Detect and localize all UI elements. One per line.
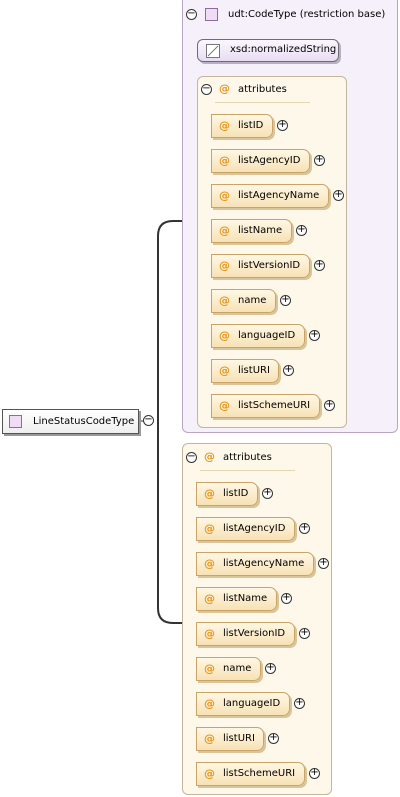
attribute-node[interactable]: @ listID [196, 482, 258, 506]
attribute-node[interactable]: @ languageID [211, 324, 305, 348]
attribute-node[interactable]: @ listName [196, 587, 277, 611]
attribute-label: name [238, 295, 267, 306]
expand-toggle-icon[interactable]: + [277, 119, 288, 131]
expand-toggle-icon[interactable]: + [318, 557, 329, 569]
attributes-label: attributes [223, 452, 272, 463]
attribute-node[interactable]: @ listAgencyID [196, 517, 295, 541]
attributes-underline [200, 470, 295, 471]
collapse-toggle-icon[interactable]: − [186, 8, 197, 20]
complex-type-icon [9, 415, 22, 428]
expand-toggle-icon[interactable]: + [262, 487, 273, 499]
attribute-label: listID [238, 120, 264, 131]
attribute-label: listName [238, 225, 283, 236]
restriction-label: udt:CodeType (restriction base) [228, 9, 386, 20]
attributes-label: attributes [238, 84, 287, 95]
expand-toggle-icon[interactable]: + [296, 224, 307, 236]
attribute-node[interactable]: @ listID [211, 114, 273, 138]
expand-toggle-icon[interactable]: + [309, 767, 320, 779]
attribute-label: listAgencyID [238, 155, 301, 166]
attribute-icon: @ [219, 224, 230, 237]
expand-toggle-icon[interactable]: + [299, 522, 310, 534]
attribute-label: listID [223, 488, 249, 499]
attribute-node[interactable]: @ listName [211, 219, 292, 243]
expand-toggle-icon[interactable]: + [309, 329, 320, 341]
attribute-label: listAgencyName [223, 558, 305, 569]
attribute-label: languageID [223, 698, 281, 709]
attribute-icon: @ [204, 522, 215, 535]
attribute-node[interactable]: @ listVersionID [196, 622, 295, 646]
expand-toggle-icon[interactable]: + [324, 399, 335, 411]
collapse-toggle-icon[interactable]: − [201, 83, 212, 95]
collapse-toggle-icon[interactable]: − [186, 451, 197, 463]
attribute-icon: @ [219, 119, 230, 132]
attribute-label: listAgencyID [223, 523, 286, 534]
base-type-label: xsd:normalizedString [230, 44, 337, 55]
attribute-label: listVersionID [238, 260, 301, 271]
attribute-icon: @ [204, 487, 215, 500]
attribute-node[interactable]: @ listVersionID [211, 254, 310, 278]
expand-toggle-icon[interactable]: + [283, 364, 294, 376]
attribute-node[interactable]: @ listURI [211, 359, 279, 383]
attribute-icon: @ [219, 399, 230, 412]
attribute-icon: @ [204, 767, 215, 780]
attribute-node[interactable]: @ listAgencyName [196, 552, 314, 576]
expand-toggle-icon[interactable]: + [281, 592, 292, 604]
expand-toggle-icon[interactable]: + [268, 732, 279, 744]
expand-toggle-icon[interactable]: + [280, 294, 291, 306]
attribute-label: listSchemeURI [238, 400, 311, 411]
attribute-node[interactable]: @ listAgencyID [211, 149, 310, 173]
attribute-node[interactable]: @ name [211, 289, 276, 313]
attribute-icon: @ [219, 82, 230, 95]
expand-toggle-icon[interactable]: + [314, 154, 325, 166]
base-type-node[interactable]: xsd:normalizedString [197, 39, 339, 62]
expand-toggle-icon[interactable]: + [265, 662, 276, 674]
attribute-label: listName [223, 593, 268, 604]
attribute-icon: @ [204, 662, 215, 675]
attribute-node[interactable]: @ listSchemeURI [196, 762, 305, 786]
attribute-label: languageID [238, 330, 296, 341]
complex-type-icon [205, 8, 218, 21]
attribute-icon: @ [219, 294, 230, 307]
attribute-icon: @ [204, 592, 215, 605]
attribute-node[interactable]: @ name [196, 657, 261, 681]
attributes-underline [215, 102, 310, 103]
attribute-icon: @ [219, 154, 230, 167]
expand-toggle-icon[interactable]: + [314, 259, 325, 271]
attribute-node[interactable]: @ listSchemeURI [211, 394, 320, 418]
attribute-icon: @ [204, 557, 215, 570]
attribute-icon: @ [219, 364, 230, 377]
expand-toggle-icon[interactable]: + [299, 627, 310, 639]
attribute-icon: @ [204, 697, 215, 710]
attribute-label: listSchemeURI [223, 768, 296, 779]
attribute-label: name [223, 663, 252, 674]
attribute-node[interactable]: @ listAgencyName [211, 184, 329, 208]
attribute-node[interactable]: @ listURI [196, 727, 264, 751]
attribute-icon: @ [204, 627, 215, 640]
attribute-label: listURI [238, 365, 270, 376]
attribute-icon: @ [219, 189, 230, 202]
attribute-label: listAgencyName [238, 190, 320, 201]
simple-type-icon [206, 44, 220, 58]
attribute-node[interactable]: @ languageID [196, 692, 290, 716]
attribute-icon: @ [219, 259, 230, 272]
attribute-icon: @ [204, 450, 215, 463]
collapse-toggle-icon[interactable]: − [143, 414, 154, 426]
attribute-label: listURI [223, 733, 255, 744]
root-type-node[interactable]: LineStatusCodeType [2, 409, 139, 434]
expand-toggle-icon[interactable]: + [333, 189, 344, 201]
attribute-icon: @ [204, 732, 215, 745]
attribute-icon: @ [219, 329, 230, 342]
expand-toggle-icon[interactable]: + [294, 697, 305, 709]
root-type-label: LineStatusCodeType [33, 416, 135, 427]
attribute-label: listVersionID [223, 628, 286, 639]
